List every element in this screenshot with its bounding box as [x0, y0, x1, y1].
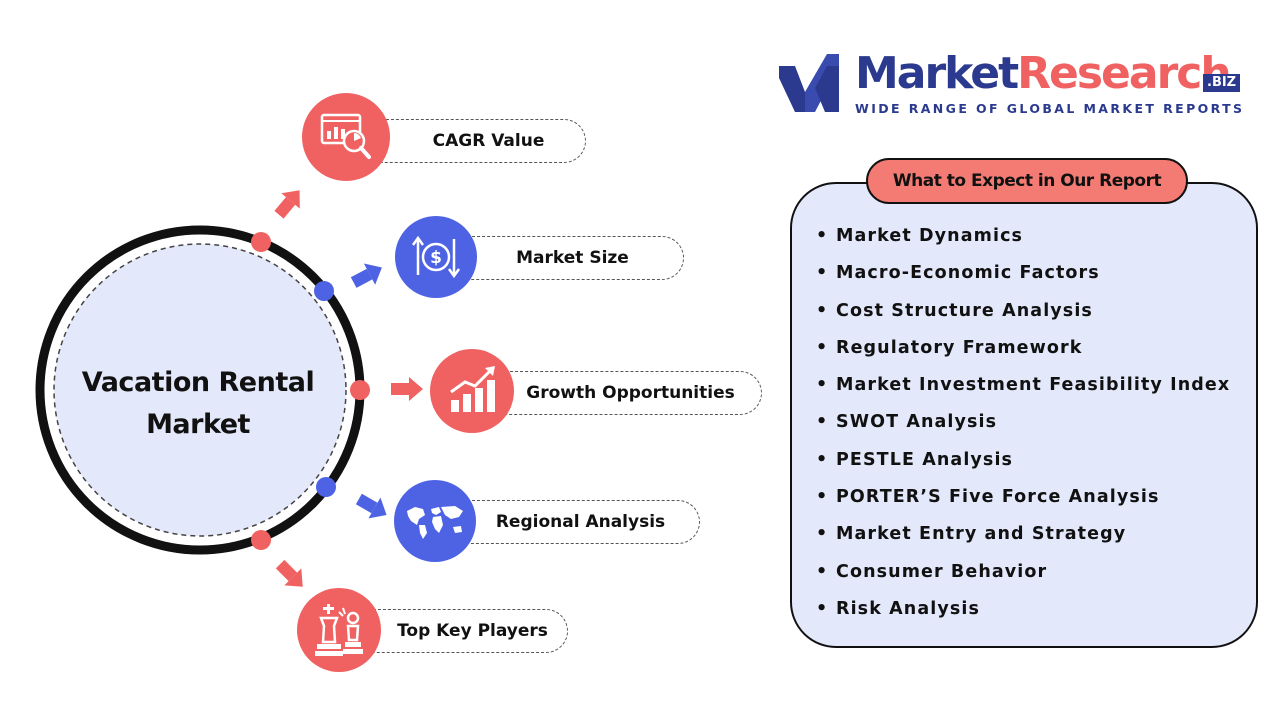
bullet-icon: • [816, 412, 829, 433]
report-item-text: Market Entry and Strategy [836, 524, 1127, 545]
report-item: • Market Dynamics [816, 218, 1230, 255]
dot-growth [350, 380, 370, 400]
report-item: • Cost Structure Analysis [816, 293, 1230, 330]
dot-market-size [314, 281, 334, 301]
logo-word-research: Research [1017, 48, 1232, 99]
dollar-exchange-icon: $ [395, 216, 477, 298]
hub-inner-circle [53, 243, 347, 537]
growth-bars-icon [430, 349, 514, 433]
chess-pieces-icon [297, 588, 381, 672]
svg-text:$: $ [430, 248, 442, 268]
dot-regional [316, 477, 336, 497]
bullet-icon: • [816, 524, 829, 545]
report-item-text: Consumer Behavior [836, 561, 1048, 582]
report-item: • Macro-Economic Factors [816, 255, 1230, 292]
branch-label: Market Size [516, 248, 629, 268]
branch-label: Regional Analysis [495, 512, 666, 532]
report-item: • Risk Analysis [816, 591, 1230, 628]
logo-suffix: .BIZ [1203, 74, 1241, 92]
branch-cagr-value: CAGR Value [376, 119, 586, 163]
hub-title: Vacation Rental Market [58, 362, 338, 446]
hub-diagram [35, 190, 423, 587]
report-item-text: Macro-Economic Factors [836, 263, 1100, 284]
bullet-icon: • [816, 375, 829, 396]
world-map-icon [394, 480, 476, 562]
logo-check-icon [779, 54, 839, 112]
arrow-players [275, 559, 303, 587]
bullet-icon: • [816, 337, 829, 358]
arrow-regional [355, 493, 387, 519]
hub-title-line2: Market [146, 409, 250, 440]
bullet-icon: • [816, 300, 829, 321]
report-item-text: Market Investment Feasibility Index [836, 375, 1231, 396]
hub-title-line1: Vacation Rental [81, 367, 315, 398]
report-item: • PORTER’S Five Force Analysis [816, 479, 1230, 516]
report-heading: What to Expect in Our Report [866, 158, 1188, 204]
report-list: • Market Dynamics • Macro-Economic Factors… [816, 218, 1230, 628]
dot-players [251, 530, 271, 550]
logo-word-market: Market [855, 48, 1019, 99]
branch-top-key-players: Top Key Players [368, 609, 568, 653]
report-item-text: Market Dynamics [836, 226, 1024, 246]
arrow-market-size [350, 263, 382, 288]
report-item-text: SWOT Analysis [836, 412, 998, 433]
branch-growth-opportunities: Growth Opportunities [500, 371, 762, 415]
branch-label: Growth Opportunities [526, 383, 735, 403]
bullet-icon: • [816, 487, 829, 508]
logo-tagline: WIDE RANGE OF GLOBAL MARKET REPORTS [855, 101, 1245, 116]
bullet-icon: • [816, 226, 829, 246]
marketresearch-logo: MarketResearch .BIZ WIDE RANGE OF GLOBAL… [775, 48, 1265, 128]
branch-label: CAGR Value [432, 131, 545, 151]
bullet-icon: • [816, 449, 829, 470]
report-item-text: Regulatory Framework [836, 337, 1083, 358]
report-item: • Consumer Behavior [816, 554, 1230, 591]
arrow-growth [391, 377, 423, 401]
report-item-text: Cost Structure Analysis [836, 300, 1093, 321]
report-item: • Market Investment Feasibility Index [816, 367, 1230, 404]
bullet-icon: • [816, 263, 829, 284]
branch-market-size: Market Size [462, 236, 684, 280]
report-item: • SWOT Analysis [816, 404, 1230, 441]
arrow-cagr [274, 190, 300, 219]
report-item: • Regulatory Framework [816, 330, 1230, 367]
report-item: • Market Entry and Strategy [816, 516, 1230, 553]
report-item-text: Risk Analysis [836, 598, 980, 619]
report-item-text: PESTLE Analysis [836, 449, 1014, 470]
logo-wordmark: MarketResearch [855, 48, 1232, 99]
dot-cagr [251, 232, 271, 252]
bullet-icon: • [816, 561, 829, 582]
report-item-text: PORTER’S Five Force Analysis [836, 487, 1160, 508]
branch-regional-analysis: Regional Analysis [462, 500, 700, 544]
branch-label: Top Key Players [397, 621, 548, 641]
bullet-icon: • [816, 598, 829, 619]
report-panel [790, 182, 1258, 648]
chart-magnifier-icon [302, 93, 390, 181]
report-item: • PESTLE Analysis [816, 442, 1230, 479]
